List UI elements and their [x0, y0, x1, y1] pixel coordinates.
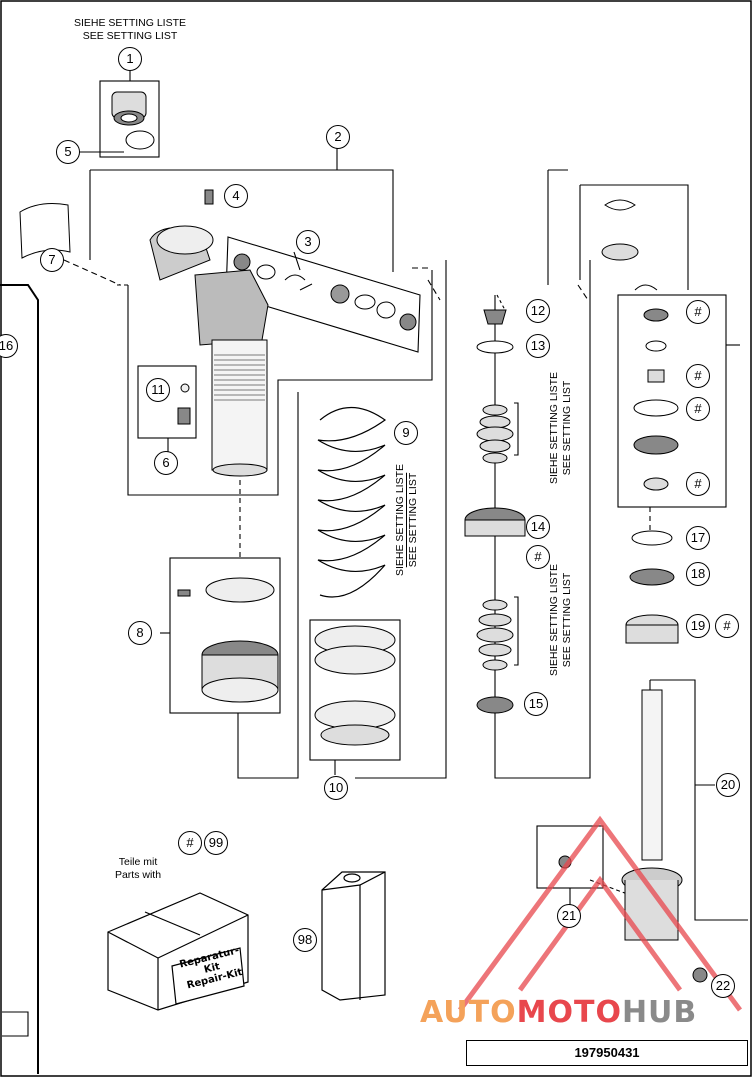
callout-hash-3: #	[686, 397, 710, 421]
callout-19: 19	[686, 614, 710, 638]
callout-hash-5: #	[526, 545, 550, 569]
setting-note-de: SIEHE SETTING LISTE	[73, 17, 187, 29]
repair-note-de: Teile mit	[118, 856, 158, 868]
callout-hash-1: #	[686, 300, 710, 324]
callout-6: 6	[154, 451, 178, 475]
watermark-moto: MOTO	[516, 995, 622, 1030]
callout-18: 18	[686, 562, 710, 586]
callout-15: 15	[524, 692, 548, 716]
callout-14: 14	[526, 515, 550, 539]
document-number: 197950431	[466, 1040, 748, 1066]
setting-note-en: SEE SETTING LIST	[407, 472, 419, 568]
callout-7: 7	[40, 248, 64, 272]
watermark-hub: HUB	[621, 995, 698, 1030]
callout-98: 98	[293, 928, 317, 952]
callout-10: 10	[324, 776, 348, 800]
callout-hash-4: #	[686, 472, 710, 496]
callout-17: 17	[686, 526, 710, 550]
watermark-auto: AUTO	[420, 995, 517, 1030]
setting-note-en: SEE SETTING LIST	[561, 380, 573, 476]
callout-4: 4	[224, 184, 248, 208]
setting-note-en: SEE SETTING LIST	[82, 30, 178, 42]
callout-hash-6: #	[715, 614, 739, 638]
callout-5: 5	[56, 140, 80, 164]
callout-hash-kit: #	[178, 831, 202, 855]
setting-note-de: SIEHE SETTING LISTE	[548, 371, 560, 485]
setting-note-rebound: SIEHE SETTING LISTE SEE SETTING LIST	[548, 560, 574, 680]
setting-note-de: SIEHE SETTING LISTE	[548, 563, 560, 677]
callout-21: 21	[557, 904, 581, 928]
setting-note-compression: SIEHE SETTING LISTE SEE SETTING LIST	[548, 368, 574, 488]
callout-1: 2	[326, 125, 350, 149]
callout-2: 1	[118, 47, 142, 71]
callout-12: 12	[526, 299, 550, 323]
callout-8: 8	[128, 621, 152, 645]
callout-11: 11	[146, 378, 170, 402]
callout-99: 99	[204, 831, 228, 855]
repair-note-en: Parts with	[114, 869, 162, 881]
callout-20: 20	[716, 773, 740, 797]
watermark-logo: AUTOMOTOHUB	[420, 995, 697, 1030]
callout-3: 3	[296, 230, 320, 254]
setting-note-top: SIEHE SETTING LISTE SEE SETTING LIST	[60, 17, 200, 43]
callout-22: 22	[711, 974, 735, 998]
callout-16: 16	[0, 334, 18, 358]
callout-9: 9	[394, 421, 418, 445]
callout-hash-2: #	[686, 364, 710, 388]
repair-kit-note: Teile mit Parts with	[108, 856, 168, 882]
setting-note-spring: SIEHE SETTING LISTE SEE SETTING LIST	[394, 460, 420, 580]
setting-note-en: SEE SETTING LIST	[561, 572, 573, 668]
setting-note-de: SIEHE SETTING LISTE	[394, 463, 406, 577]
callout-13: 13	[526, 334, 550, 358]
